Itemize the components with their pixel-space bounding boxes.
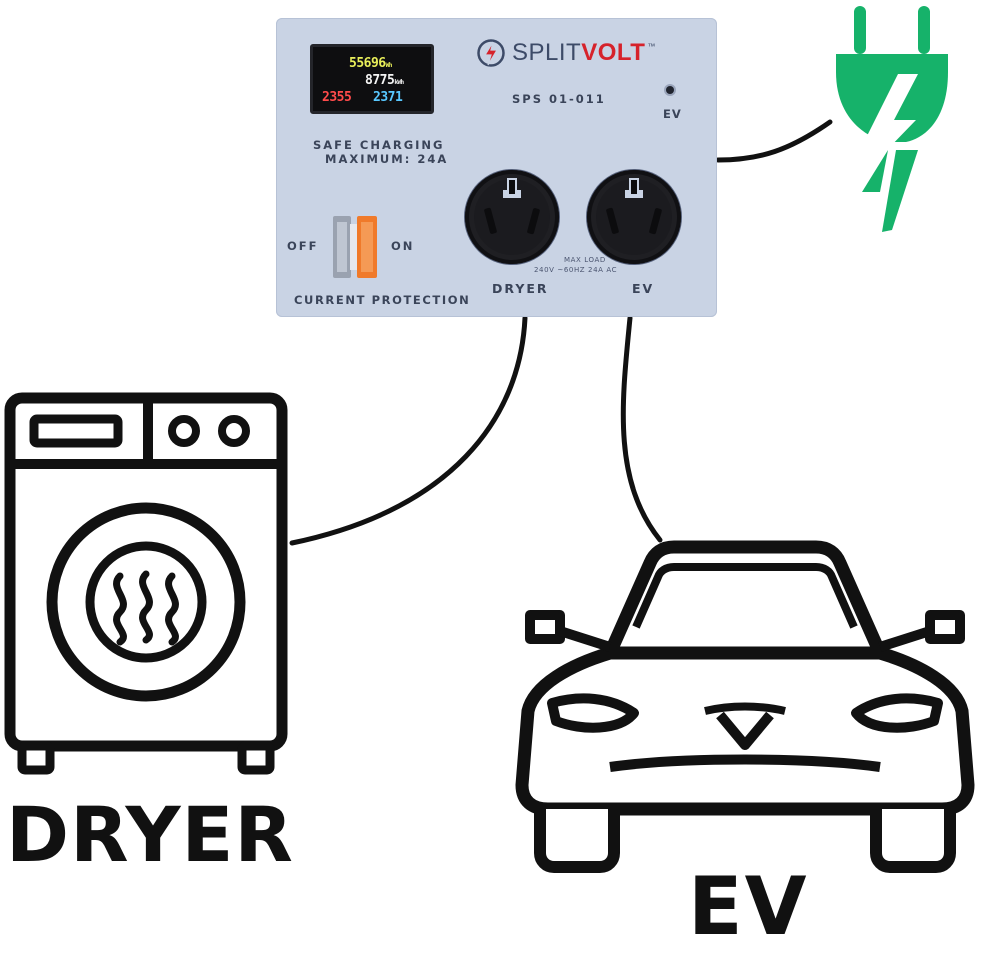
brand-split: SPLIT bbox=[512, 39, 582, 66]
ev-indicator-light bbox=[666, 86, 674, 94]
splitvolt-logo-icon bbox=[477, 39, 505, 67]
ev-car-icon bbox=[515, 540, 975, 873]
current-protection-label: CURRENT PROTECTION bbox=[294, 293, 471, 307]
meter-energy: 55696 bbox=[349, 56, 386, 71]
power-plug-icon bbox=[836, 6, 948, 232]
dryer-label: DRYER bbox=[6, 790, 294, 879]
dryer-cable bbox=[289, 315, 528, 546]
dryer-outlet-face bbox=[474, 178, 550, 255]
ev-label: EV bbox=[688, 860, 809, 953]
meter-voltage: 2355 bbox=[322, 90, 352, 105]
dryer-outlet-label: DRYER bbox=[492, 281, 549, 296]
off-label: OFF bbox=[287, 239, 319, 253]
meter-power-unit: kWh bbox=[394, 79, 404, 86]
trademark: ™ bbox=[647, 42, 656, 51]
brand: SPLIT VOLT ™ bbox=[476, 36, 655, 70]
meter-energy-unit: Wh bbox=[385, 62, 393, 69]
meter-power: 8775 bbox=[365, 73, 395, 88]
dryer-icon bbox=[4, 392, 288, 775]
max-load-label: MAX LOAD bbox=[564, 256, 606, 264]
ev-outlet-face bbox=[596, 178, 672, 255]
dryer-outlet[interactable] bbox=[465, 170, 559, 264]
digital-meter: 55696Wh 8775kWh 2355 2371 bbox=[310, 44, 434, 114]
brand-volt: VOLT bbox=[581, 39, 646, 66]
maximum-current-label: MAXIMUM: 24A bbox=[325, 152, 449, 166]
ev-cable bbox=[620, 315, 663, 543]
on-label: ON bbox=[391, 239, 415, 253]
rating-label: 240V ~60HZ 24A AC bbox=[534, 266, 618, 274]
power-cord bbox=[715, 119, 833, 163]
ev-indicator-label: EV bbox=[663, 107, 682, 121]
ev-outlet[interactable] bbox=[587, 170, 681, 264]
breaker-switch[interactable] bbox=[333, 216, 379, 278]
model-number: SPS 01-011 bbox=[512, 92, 606, 106]
meter-current: 2371 bbox=[373, 90, 403, 105]
safe-charging-label: SAFE CHARGING bbox=[313, 138, 445, 152]
ev-outlet-label: EV bbox=[632, 281, 655, 296]
